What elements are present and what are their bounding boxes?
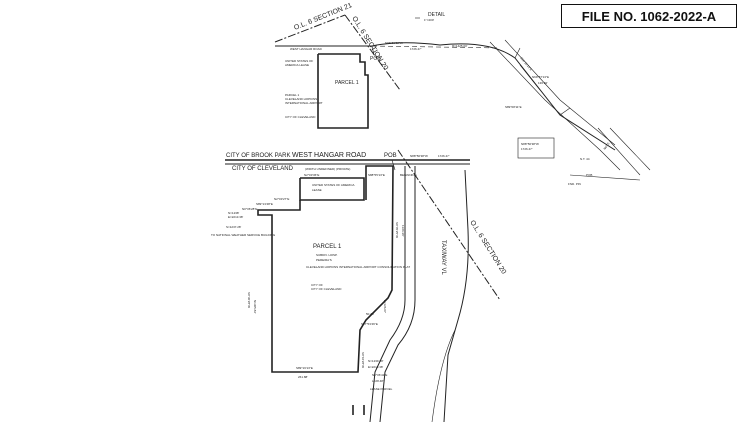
svg-text:E=2213.38': E=2213.38' [368, 365, 384, 369]
svg-text:R=1425.00': R=1425.00' [452, 44, 468, 48]
detail-section-line-a [274, 14, 346, 43]
svg-text:S0°10'28"W: S0°10'28"W [361, 352, 365, 368]
detail-parcel-outline [317, 53, 369, 129]
svg-text:S89°16'13"E: S89°16'13"E [296, 366, 313, 370]
svg-text:POB: POB [586, 173, 592, 177]
svg-text:N2°03'27"E: N2°03'27"E [274, 197, 289, 201]
svg-text:1326.38': 1326.38' [401, 225, 405, 237]
detail-section-label-a: O.L. 6 SECTION 21 [293, 2, 353, 32]
svg-text:N88°56'38"W: N88°56'38"W [521, 142, 539, 146]
taxiway-edge-east [443, 169, 469, 422]
svg-text:UNITED STATES OF: UNITED STATES OF [285, 59, 313, 63]
svg-text:1726.47': 1726.47' [410, 47, 422, 51]
svg-text:1726.47': 1726.47' [438, 154, 450, 158]
svg-text:S89°13'48"E: S89°13'48"E [256, 202, 273, 206]
svg-text:LEASE PARCEL: LEASE PARCEL [370, 387, 393, 391]
detail-section-line-b [344, 14, 401, 91]
svg-text:S=1237.28': S=1237.28' [226, 225, 242, 229]
road-name: WEST HANGAR ROAD [292, 152, 366, 159]
svg-text:INTERNATIONAL AIRPORT: INTERNATIONAL AIRPORT [285, 101, 323, 105]
svg-text:136.82': 136.82' [538, 81, 548, 85]
city-south-label: CITY OF CLEVELAND [232, 166, 294, 172]
svg-text:N.T. 44: N.T. 44 [580, 157, 590, 161]
svg-text:N=1238': N=1238' [228, 211, 240, 215]
weather-bldg-label: TO NATIONAL WEATHER SERVICE BUILDING [211, 233, 276, 237]
parcel-1-boundary [257, 165, 394, 373]
road-sub: (WIDTH UNDEFINED) (PRIVATE) [305, 167, 350, 171]
cle-consolidation-label: CLEVELAND HOPKINS INTERNATIONAL AIRPORT … [306, 265, 410, 269]
svg-text:S0°30'28"W: S0°30'28"W [247, 292, 251, 308]
detail-boundary-curve [371, 42, 616, 151]
main-plan: CITY OF BROOK PARK CITY OF CLEVELAND WES… [211, 149, 507, 422]
svg-text:N0°36'28"E: N0°36'28"E [242, 207, 257, 211]
svg-text:PARCEL 1: PARCEL 1 [285, 93, 300, 97]
svg-text:S88°55'13"E: S88°55'13"E [368, 173, 385, 177]
svg-text:WEST HANGAR ROAD: WEST HANGAR ROAD [290, 47, 323, 51]
file-number-box: FILE NO. 1062-2022-A [561, 4, 737, 28]
detail-parcel-label: PARCEL 1 [335, 80, 359, 86]
svg-text:N69°57'13"E: N69°57'13"E [532, 75, 549, 79]
svg-text:PEREIRA'S: PEREIRA'S [316, 258, 332, 262]
svg-text:BEGINNING: BEGINNING [400, 173, 418, 177]
city-north-label: CITY OF BROOK PARK [226, 153, 290, 159]
svg-text:SUBDIV. HOSP.: SUBDIV. HOSP. [316, 253, 338, 257]
svg-text:E=2213.38': E=2213.38' [228, 215, 244, 219]
usa-lease-label: UNITED STATES OF AMERICA [312, 183, 355, 187]
parcel-1-label: PARCEL 1 [313, 244, 342, 250]
svg-text:S66°23'13"E: S66°23'13"E [519, 56, 533, 71]
taxiway-edge-west [369, 166, 406, 422]
svg-text:1726.47': 1726.47' [521, 147, 533, 151]
svg-text:CLEVELAND HOPKINS: CLEVELAND HOPKINS [285, 97, 317, 101]
svg-text:N1305.82': N1305.82' [253, 300, 257, 314]
svg-text:CITY OF CLEVELAND: CITY OF CLEVELAND [285, 115, 316, 119]
svg-text:N=1239.38': N=1239.38' [368, 359, 384, 363]
detail-note-box [517, 137, 555, 159]
svg-text:S89°08'11"E: S89°08'11"E [505, 105, 522, 109]
svg-text:N88°56'38"W: N88°56'38"W [410, 154, 428, 158]
svg-text:N2°03'36"E: N2°03'36"E [304, 173, 319, 177]
detail-scale: 1"=200' [424, 18, 434, 22]
svg-text:FND. PIN: FND. PIN [568, 182, 581, 186]
svg-text:S0°45'25"W: S0°45'25"W [395, 222, 399, 238]
svg-text:50.48': 50.48' [366, 312, 375, 316]
detail-pob: POB [370, 56, 381, 62]
main-pob: POB [384, 153, 397, 159]
cle-owner-label: CITY OF CLEVELAND [311, 287, 342, 291]
svg-text:N88°56'38"W: N88°56'38"W [385, 41, 403, 45]
svg-text:AMERICA LEASE: AMERICA LEASE [285, 63, 309, 67]
svg-text:261.88': 261.88' [298, 375, 308, 379]
svg-text:CITY OF: CITY OF [311, 283, 323, 287]
main-section-label: O.L. 6 SECTION 20 [468, 219, 507, 275]
taxiway-label: TAXIWAY VL [440, 240, 446, 275]
usa-lease-parcel [299, 177, 365, 201]
svg-text:NOTE: NOTE [603, 141, 611, 150]
svg-text:S87°53'46"E: S87°53'46"E [361, 322, 378, 326]
detail-section-label-b: O.L. 6 SECTION 20 [350, 15, 389, 71]
svg-text:N0°36'41"E: N0°36'41"E [372, 373, 387, 377]
svg-text:L=126.07': L=126.07' [383, 300, 387, 314]
svg-text:L=28.48': L=28.48' [372, 379, 384, 383]
detail-title: DETAIL [428, 12, 445, 18]
svg-text:LEASE: LEASE [312, 188, 322, 192]
